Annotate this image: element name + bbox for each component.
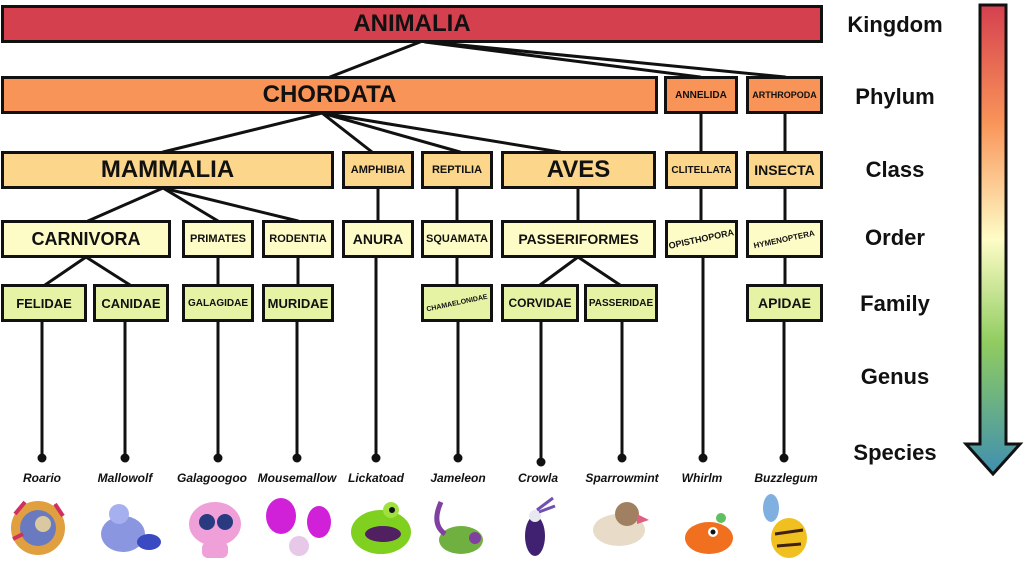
crowla-image [525,496,556,556]
node-mammalia: MAMMALIA [1,151,334,189]
species-mousemallow: Mousemallow [257,471,337,485]
node-hymenoptera: HYMENOPTERA [746,220,823,258]
rank-species: Species [853,440,937,465]
species-buzzlegum: Buzzlegum [754,471,818,485]
node-squamata: SQUAMATA [421,220,493,258]
node-carnivora: CARNIVORA [1,220,171,258]
node-muridae: MURIDAE [262,284,334,322]
rank-class: Class [865,157,925,182]
node-arthropoda: ARTHROPODA [746,76,823,114]
node-chamaelonidae: CHAMAELONIDAE [421,284,493,322]
node-corvidae: CORVIDAE [501,284,579,322]
rank-genus: Genus [860,364,930,389]
sparrowmint-image [593,502,649,546]
node-clitellata: CLITELLATA [665,151,738,189]
rank-order: Order [865,225,925,250]
mallowolf-image [101,504,161,552]
node-annelida: ANNELIDA [664,76,738,114]
species-crowla: Crowla [517,471,558,485]
lickatoad-image [351,502,411,554]
node-amphibia: AMPHIBIA [342,151,414,189]
node-reptilia: REPTILIA [421,151,493,189]
species-roario: Roario [22,471,61,485]
node-felidae: FELIDAE [1,284,87,322]
node-apidae: APIDAE [746,284,823,322]
species-jameleon: Jameleon [430,471,486,485]
rank-kingdom: Kingdom [847,12,943,37]
node-insecta: INSECTA [746,151,823,189]
species-whirlm: Whirlm [681,471,723,485]
species-sparrowmint: Sparrowmint [585,471,659,485]
node-primates: PRIMATES [182,220,254,258]
node-galagidae: GALAGIDAE [182,284,254,322]
node-opisthopora-label: OPISTHOPORA [667,227,736,251]
node-canidae: CANIDAE [93,284,169,322]
species-lickatoad: Lickatoad [347,471,404,485]
roario-image [11,500,65,555]
node-chamaelonidae-label: CHAMAELONIDAE [425,293,489,313]
node-chordata: CHORDATA [1,76,658,114]
rank-family: Family [860,291,930,316]
galagoogoo-image [189,502,241,558]
node-hymenoptera-label: HYMENOPTERA [753,228,816,250]
rank-gradient-arrow-icon [962,3,1024,477]
species-galagoogoo: Galagoogoo [177,471,247,485]
node-passeridae: PASSERIDAE [584,284,658,322]
node-rodentia: RODENTIA [262,220,334,258]
whirlm-image [685,513,733,554]
buzzlegum-image [763,494,807,558]
node-opisthopora: OPISTHOPORA [665,220,738,258]
node-animalia: ANIMALIA [1,5,823,43]
species-mallowolf: Mallowolf [97,471,153,485]
node-aves: AVES [501,151,656,189]
jameleon-image [434,500,483,554]
node-anura: ANURA [342,220,414,258]
rank-phylum: Phylum [855,84,935,109]
node-passeriformes: PASSERIFORMES [501,220,656,258]
mousemallow-image [266,498,331,556]
